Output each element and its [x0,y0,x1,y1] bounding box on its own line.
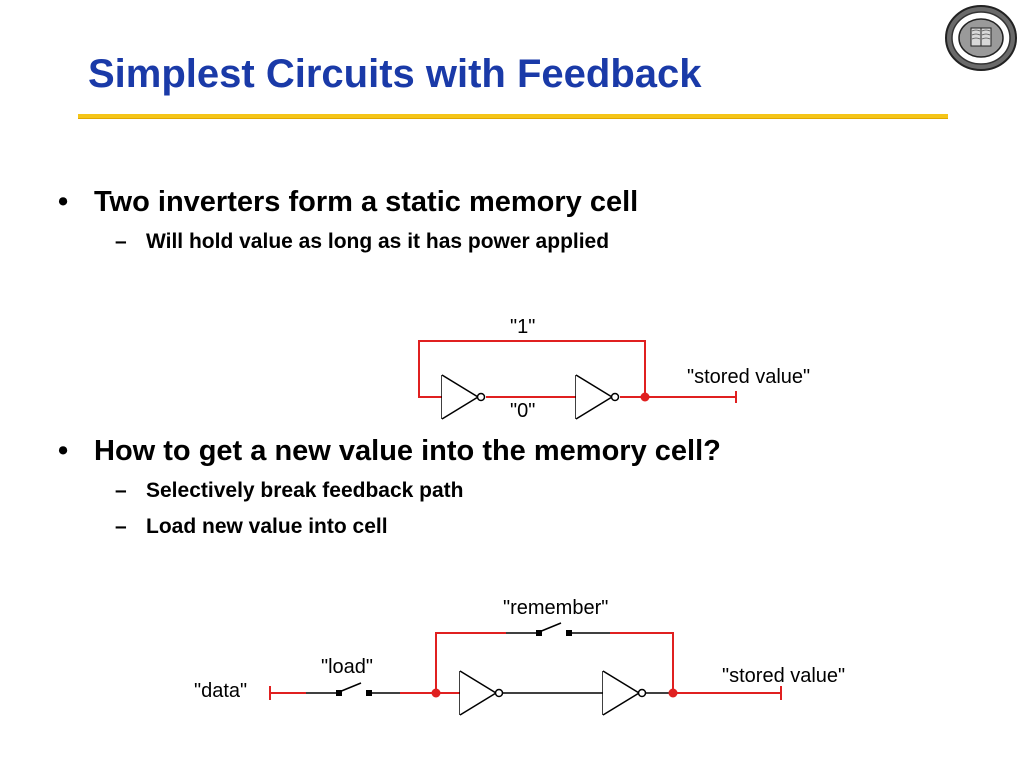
sub-bullet-marker: – [115,479,127,502]
junction-node [668,688,678,698]
memory-cell-diagram: "1" "0" "stored value" [418,316,810,422]
inverter-gate-1 [459,670,504,716]
inverter-gate-2 [602,670,647,716]
sub-bullet-marker: – [115,515,127,538]
inverter-gate-1 [441,374,486,420]
label-remember: "remember" [503,597,608,619]
label-logic-1: "1" [510,316,535,338]
sub-bullet-marker: – [115,230,127,253]
sub-bullet-text: Load new value into cell [146,515,388,538]
university-seal-icon [945,5,1017,71]
feedback-wire [435,632,506,693]
load-switch [336,682,372,696]
sub-bullet-text: Will hold value as long as it has power … [146,230,610,253]
feedback-wire [418,340,646,398]
label-logic-0: "0" [510,400,535,422]
slide-title: Simplest Circuits with Feedback [88,52,702,96]
label-load: "load" [321,656,373,678]
junction-node [431,688,441,698]
remember-switch [536,622,572,636]
label-stored-value: "stored value" [722,665,845,687]
loadable-cell-diagram: "remember" "load" "data" "stored value" [194,597,845,716]
bullet-text: Two inverters form a static memory cell [94,186,639,218]
title-divider [78,114,948,119]
bullet-marker: • [58,186,69,218]
label-stored-value: "stored value" [687,366,810,388]
junction-node [640,392,650,402]
inverter-gate-2 [575,374,620,420]
sub-bullet-text: Selectively break feedback path [146,479,464,502]
bullet-marker: • [58,435,69,467]
bullet-text: How to get a new value into the memory c… [94,435,721,467]
label-data: "data" [194,680,247,702]
